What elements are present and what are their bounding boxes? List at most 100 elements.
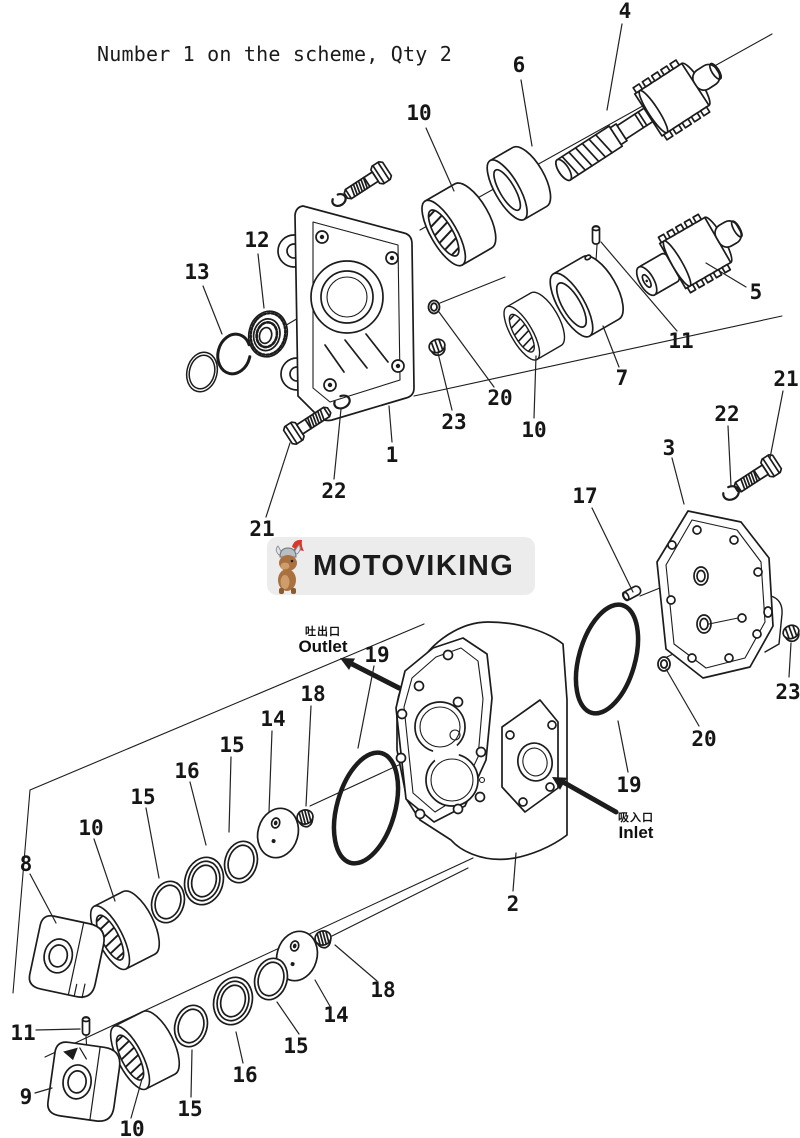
shim-ring (185, 351, 219, 393)
leader-line-20 (438, 311, 495, 388)
leader-line-15 (145, 807, 160, 879)
callout-9: 9 (20, 1085, 33, 1109)
leader-line-16 (235, 1031, 244, 1064)
part-22-washer (722, 485, 740, 501)
leader-line-18 (305, 705, 312, 807)
callout-22: 22 (321, 479, 346, 503)
callout-18: 18 (300, 682, 325, 706)
leader-line-7 (602, 325, 620, 368)
part-9-bearing-block (46, 1041, 121, 1122)
callout-6: 6 (513, 53, 526, 77)
leader-line-13 (202, 285, 223, 335)
part-4-drive-gear-shaft (555, 59, 723, 182)
leader-line-10 (93, 838, 116, 902)
callout-11: 11 (10, 1021, 35, 1045)
callout-13: 13 (184, 260, 209, 284)
leader-line-2 (512, 852, 517, 892)
callout-21: 21 (773, 367, 798, 391)
viking-dog-axe-icon (275, 539, 304, 594)
outlet-arrow (340, 658, 402, 691)
callout-labels: 4610121351171020231212231722212320192191… (10, 0, 800, 1138)
part-5-driven-gear (635, 213, 743, 297)
outlet-label-en: Outlet (298, 637, 348, 657)
callout-3: 3 (663, 436, 676, 460)
callout-10: 10 (119, 1117, 144, 1138)
leader-line-9 (34, 1087, 53, 1094)
part-15-seal-ring (218, 836, 264, 888)
leader-line-21 (265, 442, 291, 518)
callout-21: 21 (249, 517, 274, 541)
leader-line-5 (705, 262, 747, 288)
leader-line-18 (334, 944, 378, 982)
callout-23: 23 (441, 410, 466, 434)
part-22-washer (333, 394, 351, 410)
callout-15: 15 (283, 1034, 308, 1058)
leader-line-15 (276, 1001, 300, 1035)
part-19-o-ring (573, 602, 641, 716)
outlet-label: 吐出口 Outlet (288, 626, 358, 657)
leader-line-19 (617, 720, 629, 773)
part-15-seal-ring (168, 1000, 214, 1052)
part-1-mounting-plate (277, 205, 415, 422)
part-12-bearing (247, 310, 289, 358)
leader-line-23 (437, 352, 453, 411)
callout-5: 5 (750, 280, 763, 304)
leader-line-10 (533, 355, 537, 419)
leader-line-16 (189, 781, 207, 846)
leader-line-23 (788, 642, 792, 678)
callout-2: 2 (507, 892, 520, 916)
leader-line-14 (268, 730, 273, 813)
part-21-bolt (281, 400, 336, 447)
leader-line-10 (130, 1078, 143, 1119)
callout-14: 14 (323, 1003, 348, 1027)
leader-line-22 (727, 425, 732, 487)
part-20-o-ring (657, 656, 671, 672)
leader-line-14 (314, 979, 332, 1009)
callout-17: 17 (572, 484, 597, 508)
callout-16: 16 (174, 759, 199, 783)
leader-line-15 (228, 756, 232, 833)
inlet-label-en: Inlet (618, 823, 654, 843)
callout-16: 16 (232, 1063, 257, 1087)
callout-22: 22 (714, 402, 739, 426)
callout-11: 11 (668, 329, 693, 353)
part-11-pin (591, 225, 601, 245)
part-2-pump-body (395, 621, 568, 861)
callout-10: 10 (406, 101, 431, 125)
callout-18: 18 (370, 978, 395, 1002)
part-6-bushing (486, 145, 552, 221)
leader-line-10 (425, 127, 455, 192)
inlet-label-jp: 吸入口 (618, 812, 654, 824)
part-23-plug (780, 622, 800, 645)
part-14-thrust-plate (251, 802, 305, 864)
part-16-seal-ring (178, 851, 230, 911)
callout-10: 10 (78, 816, 103, 840)
part-20-o-ring (427, 299, 441, 315)
part-23-plug (426, 336, 449, 359)
leader-line-6 (520, 79, 533, 147)
leader-line-4 (606, 23, 623, 111)
leader-line-1 (388, 405, 393, 443)
callout-15: 15 (177, 1097, 202, 1121)
callout-leader-lines (29, 23, 792, 1119)
part-19-o-ring (331, 750, 401, 866)
part-3-rear-cover (656, 510, 783, 679)
callout-19: 19 (616, 773, 641, 797)
leader-line-17 (591, 507, 634, 593)
part-17-dowel-pin (621, 585, 642, 602)
helmet-icon (279, 547, 297, 558)
leader-line-21 (769, 390, 784, 459)
motoviking-logo: MOTOVIKING (267, 537, 535, 595)
callout-8: 8 (20, 852, 33, 876)
inlet-label: 吸入口 Inlet (607, 812, 665, 843)
part-11-pin (81, 1016, 91, 1036)
callout-20: 20 (487, 386, 512, 410)
callout-1: 1 (386, 443, 399, 467)
callout-10: 10 (521, 418, 546, 442)
leader-line-3 (671, 457, 685, 505)
leader-line-19 (357, 665, 375, 749)
bolt-illustration (339, 159, 394, 206)
callout-15: 15 (219, 733, 244, 757)
